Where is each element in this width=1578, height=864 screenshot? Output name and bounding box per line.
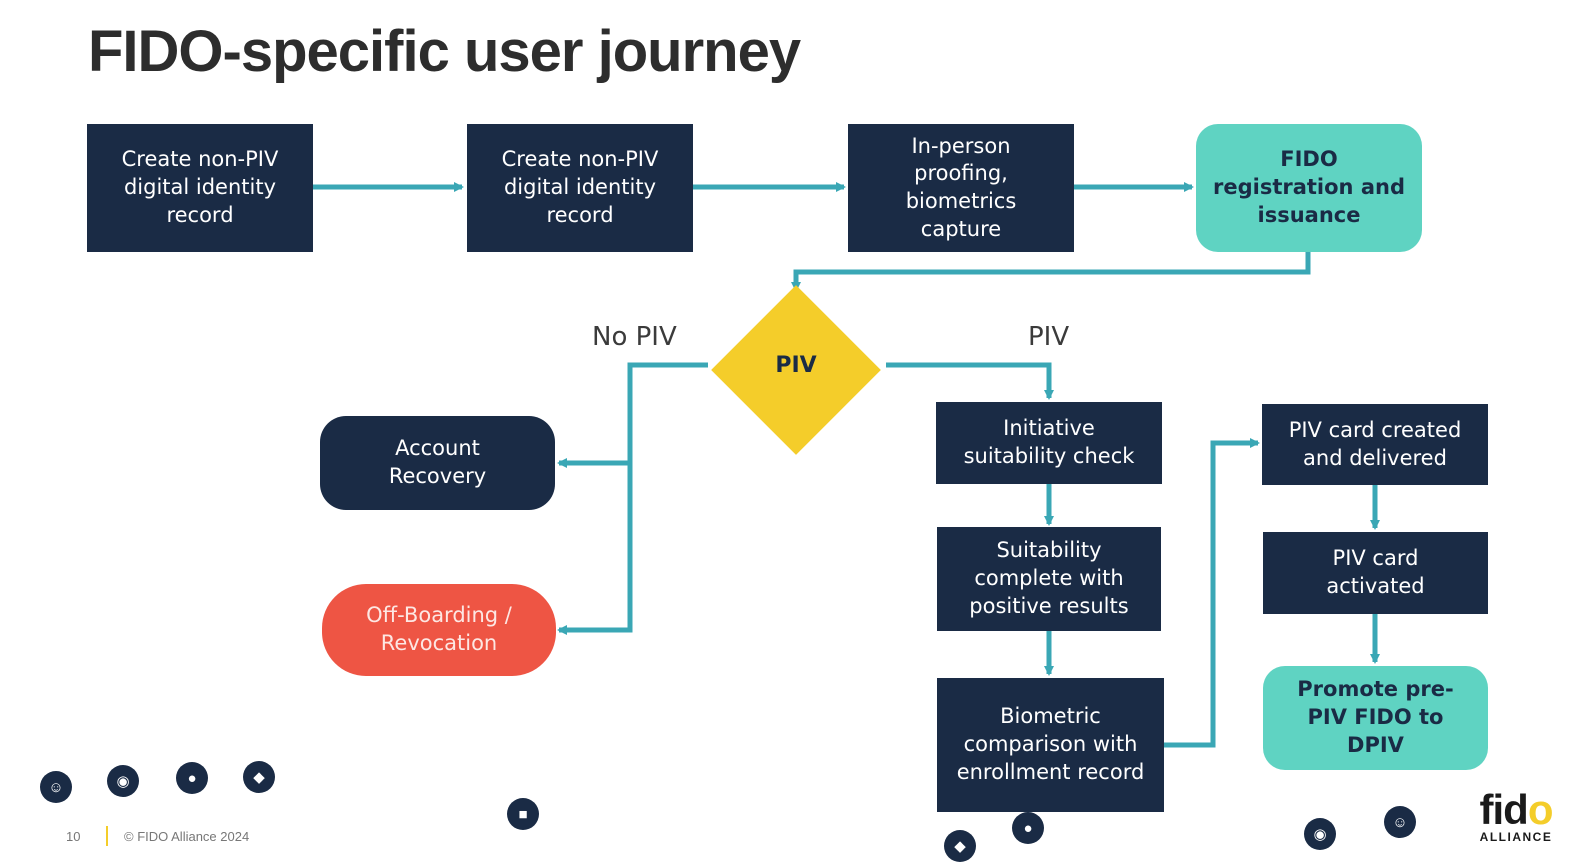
person-icon: ☺: [40, 771, 72, 803]
arrow-decision-to-offboarding: [557, 463, 633, 635]
logo-letter-o: o: [1527, 786, 1554, 833]
piv-card-created-box: PIV card created and delivered: [1262, 404, 1488, 485]
arrow-decision-to-suitability: [886, 362, 1054, 400]
create-record-box-2: Create non-PIV digital identity record: [467, 124, 693, 252]
promote-fido-box: Promote pre- PIV FIDO to DPIV: [1263, 666, 1488, 770]
arrow-decision-to-recovery: [557, 362, 708, 468]
face-scan-icon: ◉: [1304, 818, 1336, 850]
tag-icon: ●: [1012, 812, 1044, 844]
shield-icon: ◆: [243, 761, 275, 793]
arrow-fido-to-decision: [791, 252, 1311, 292]
piv-decision-label: PIV: [775, 352, 817, 378]
logo-letter-f: f: [1479, 786, 1494, 833]
tag-icon: ●: [176, 762, 208, 794]
lock-icon: ■: [507, 798, 539, 830]
biometric-comparison-box: Biometric comparison with enrollment rec…: [937, 678, 1164, 812]
face-scan-icon: ◉: [107, 765, 139, 797]
footer-divider: [106, 826, 108, 846]
slide-title: FIDO-specific user journey: [88, 19, 801, 84]
in-person-proofing-box: In-person proofing, biometrics capture: [848, 124, 1074, 252]
create-record-box-1: Create non-PIV digital identity record: [87, 124, 313, 252]
account-recovery-box: Account Recovery: [320, 416, 555, 510]
logo-letters-id: id: [1492, 786, 1529, 833]
copyright-text: © FIDO Alliance 2024: [124, 829, 250, 844]
shield-icon: ◆: [944, 830, 976, 862]
suitability-check-box: Initiative suitability check: [936, 402, 1162, 484]
off-boarding-box: Off-Boarding / Revocation: [322, 584, 556, 676]
suitability-complete-box: Suitability complete with positive resul…: [937, 527, 1161, 631]
arrow-biometric-to-piv-card: [1164, 438, 1260, 748]
person-icon: ☺: [1384, 806, 1416, 838]
page-number: 10: [66, 829, 81, 844]
no-piv-branch-label: No PIV: [592, 322, 677, 352]
piv-card-activated-box: PIV card activated: [1263, 532, 1488, 614]
fido-alliance-logo: fido ALLIANCE: [1466, 789, 1566, 850]
piv-branch-label: PIV: [1028, 322, 1070, 352]
logo-alliance-text: ALLIANCE: [1479, 830, 1553, 844]
fido-registration-box: FIDO registration and issuance: [1196, 124, 1422, 252]
